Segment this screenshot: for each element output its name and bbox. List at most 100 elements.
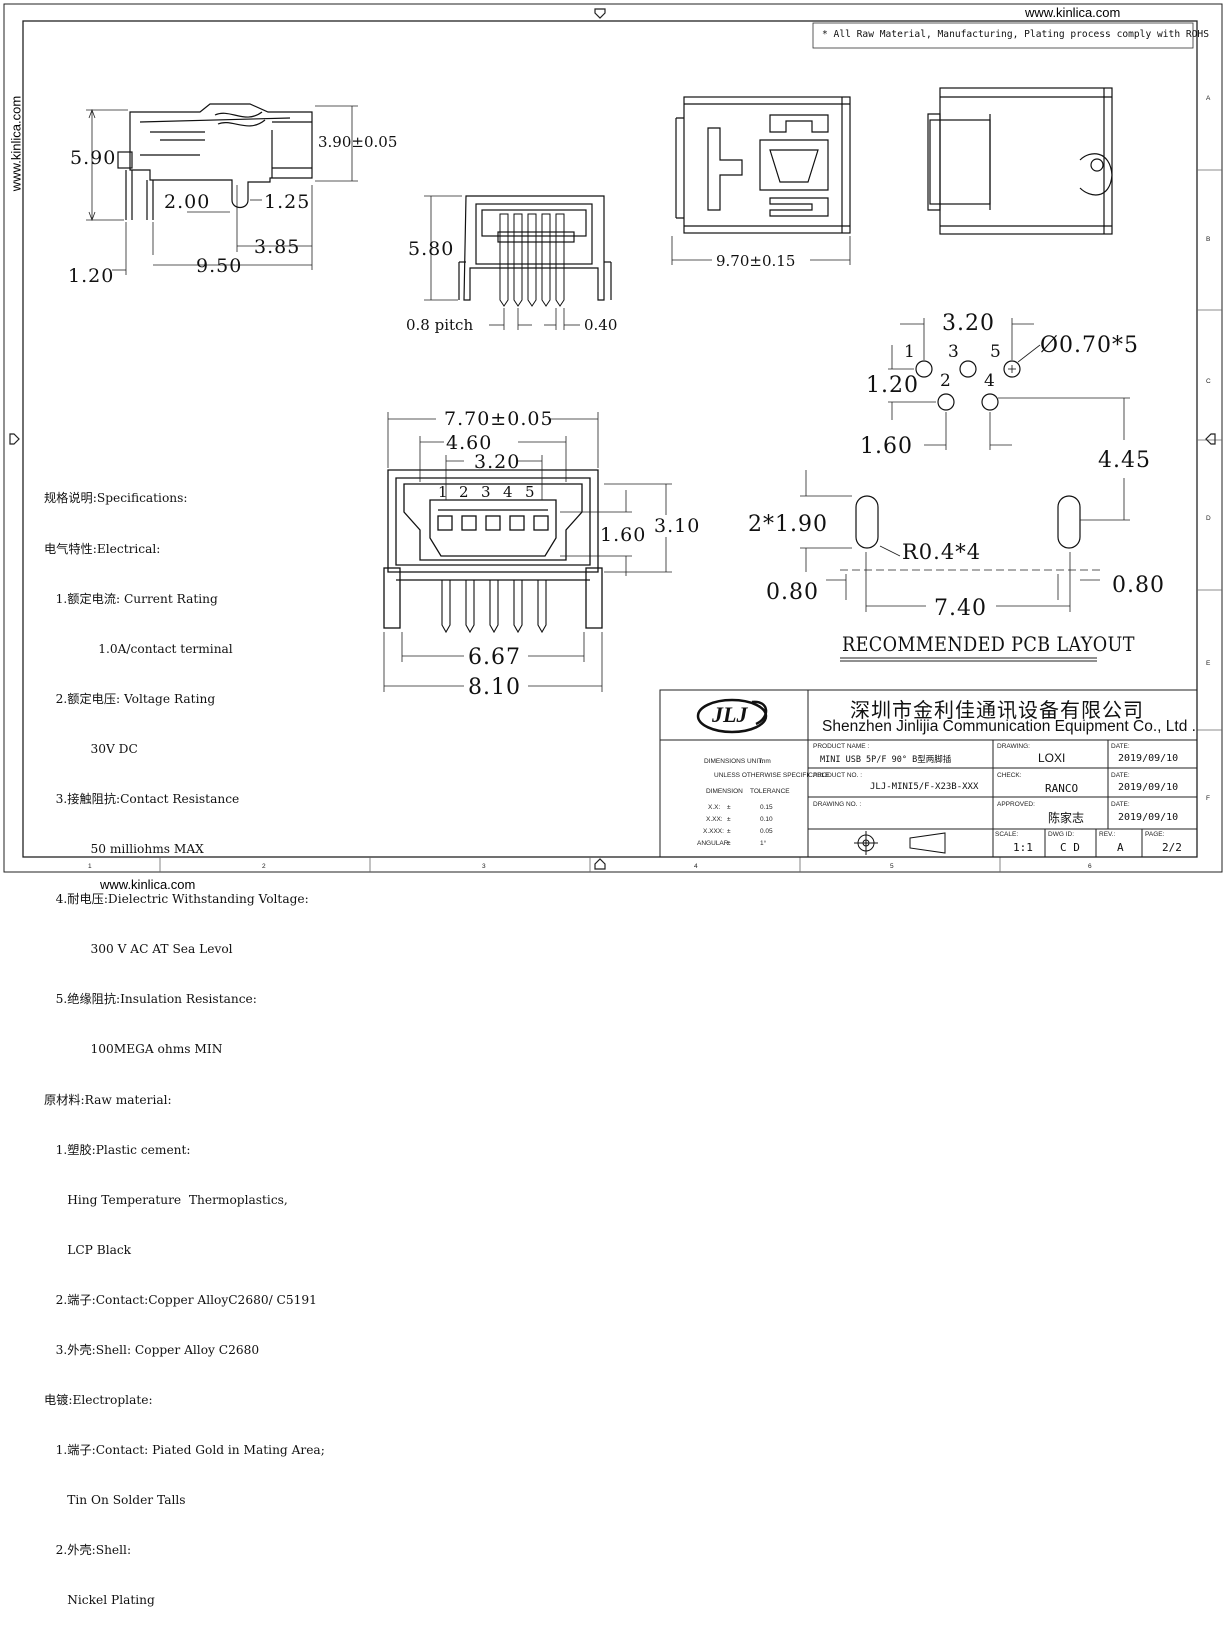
row-mark-d: D — [1206, 515, 1211, 522]
date-2: 2019/09/10 — [1118, 782, 1179, 793]
dim-pcb-span2: 7.40 — [934, 596, 987, 621]
dim-large-body-w: 8.10 — [468, 675, 521, 700]
tol-sym: ± — [727, 840, 731, 847]
specifications-block: 规格说明:Specifications: 电气特性:Electrical: 1.… — [44, 457, 325, 1626]
dim-side-lead: 1.20 — [68, 265, 115, 287]
product-name: MINI USB 5P/F 90° B型两脚插 — [820, 755, 952, 765]
dim-large-depth: 1.60 — [600, 524, 647, 546]
dim-pcb-row: 1.20 — [866, 373, 919, 398]
company-logo-icon — [696, 698, 768, 734]
date-1: 2019/09/10 — [1118, 753, 1179, 764]
front-small-view — [458, 195, 612, 301]
spec-line: 1.额定电流: Current Rating — [44, 591, 218, 606]
tol-val: 0.10 — [760, 816, 773, 823]
pcb-pin-1: 1 — [904, 342, 915, 362]
dimension-header: DIMENSION — [706, 788, 743, 795]
spec-line: 1.0A/contact terminal — [44, 641, 233, 656]
center-arrow-right — [1205, 433, 1216, 445]
dim-side-h-body: 3.90±0.05 — [318, 133, 398, 151]
spec-line: Hing Temperature Thermoplastics, — [44, 1192, 288, 1207]
center-arrow-top — [594, 8, 606, 19]
website-bottom[interactable]: www.kinlica.com — [100, 877, 196, 892]
dim-front-pitch: 0.8 pitch — [406, 316, 474, 334]
date-label-3: DATE: — [1111, 801, 1130, 808]
pcb-hole-3 — [959, 360, 977, 378]
spec-line: 1.端子:Contact: Piated Gold in Mating Area… — [44, 1443, 325, 1458]
rohs-box — [812, 22, 1194, 49]
row-mark-e: E — [1206, 660, 1211, 667]
page-value: 2/2 — [1162, 841, 1182, 854]
pcb-layout — [855, 360, 1081, 549]
col-mark-4: 4 — [694, 863, 698, 870]
pin-label-4: 4 — [503, 483, 513, 501]
pin-label-3: 3 — [481, 483, 491, 501]
pcb-hole-1 — [915, 360, 933, 378]
dim-large-overall: 7.70±0.05 — [444, 408, 554, 430]
dim-side-len: 9.50 — [196, 255, 243, 277]
pcb-slot-left — [855, 495, 879, 549]
spec-line: 300 V AC AT Sea Levol — [44, 942, 233, 957]
pcb-pin-5: 5 — [990, 342, 1001, 362]
top-view-dims — [671, 236, 851, 265]
approved-label: APPROVED: — [997, 801, 1035, 808]
product-no: JLJ-MINI5/F-X23B-XXX — [870, 782, 979, 792]
pcb-dims — [800, 318, 1130, 662]
company-name-en: Shenzhen Jinlijia Communication Equipmen… — [822, 718, 1196, 735]
tol-dim: X.XXX: — [703, 828, 724, 835]
dim-large-tail-span: 6.67 — [468, 645, 521, 670]
tol-sym: ± — [727, 828, 731, 835]
tol-dim: X.X: — [708, 804, 721, 811]
pcb-hole-5 — [1003, 360, 1021, 378]
dim-side-slot-r: 1.25 — [264, 191, 311, 213]
dim-pcb-slot: 2*1.90 — [748, 512, 828, 537]
inner-border — [22, 20, 1198, 858]
scale-label: SCALE: — [995, 831, 1019, 838]
rear-view — [927, 87, 1113, 235]
side-view — [117, 103, 313, 220]
product-name-label: PRODUCT NAME : — [813, 743, 870, 750]
pcb-hole-4 — [981, 393, 999, 411]
dim-pcb-hole: Ø0.70*5 — [1040, 333, 1140, 358]
spec-line: 3.接触阻抗:Contact Resistance — [44, 791, 240, 806]
check-label: CHECK: — [997, 772, 1022, 779]
top-view — [675, 96, 851, 234]
company-name-cn: 深圳市金利佳通讯设备有限公司 — [850, 698, 1144, 722]
tol-val: 0.05 — [760, 828, 773, 835]
dim-large-center: 3.20 — [474, 451, 521, 473]
spec-line: Tin On Solder Talls — [44, 1493, 186, 1508]
drawing-label: DRAWING: — [997, 743, 1030, 750]
dim-unit-label: DIMENSIONS UNIT: — [704, 758, 764, 765]
spec-line: Nickel Plating — [44, 1593, 155, 1608]
website-left[interactable]: www.kinlica.com — [8, 95, 24, 192]
dim-unit: mm — [760, 758, 771, 765]
dim-pcb-pitch: 3.20 — [942, 311, 995, 336]
pin-label-5: 5 — [525, 483, 535, 501]
dim-pcb-span: 1.60 — [860, 434, 913, 459]
spec-line: 电气特性:Electrical: — [44, 541, 161, 556]
pin-label-2: 2 — [459, 483, 469, 501]
dim-side-slot-w: 2.00 — [164, 191, 211, 213]
website-top[interactable]: www.kinlica.com — [1025, 5, 1121, 20]
tol-val: 1° — [760, 840, 767, 847]
tol-dim: X.XX: — [706, 816, 723, 823]
spec-line: 2.额定电压: Voltage Rating — [44, 691, 216, 706]
row-mark-b: B — [1206, 236, 1211, 243]
dwg-id-value: C D — [1060, 841, 1080, 854]
dim-front-pin-w: 0.40 — [584, 316, 618, 334]
col-mark-2: 2 — [262, 863, 266, 870]
row-mark-c: C — [1206, 378, 1211, 385]
side-view-dims — [86, 105, 358, 275]
drawing-by: LOXI — [1038, 751, 1066, 765]
drawing-no-label: DRAWING NO. : — [813, 801, 862, 808]
pcb-hole-2 — [937, 393, 955, 411]
rev-label: REV.: — [1099, 831, 1116, 838]
unless-note: UNLESS OTHERWISE SPECIFICABLE — [714, 772, 830, 779]
center-arrow-bottom — [594, 858, 606, 870]
front-small-pins — [499, 213, 565, 307]
date-3: 2019/09/10 — [1118, 812, 1179, 823]
projection-symbol-icon — [854, 831, 946, 855]
logo-text: JLJ — [712, 702, 748, 727]
dim-pcb-slot-w-left: 0.80 — [766, 580, 819, 605]
spec-line: 30V DC — [44, 741, 138, 756]
spec-line: 50 milliohms MAX — [44, 842, 204, 857]
